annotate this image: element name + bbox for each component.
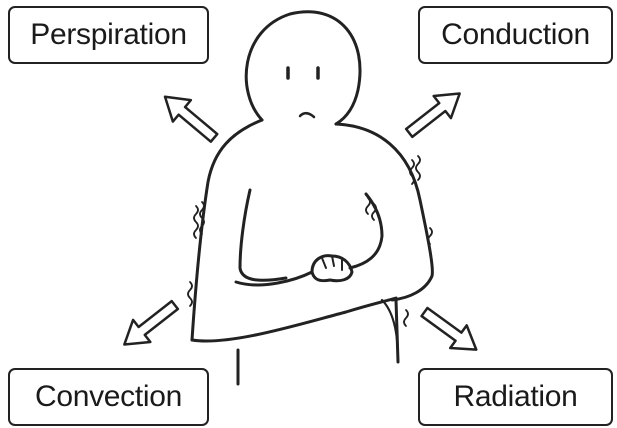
inner-right-arm: [350, 194, 382, 268]
mouth: [300, 113, 314, 117]
lower-forearm: [192, 298, 396, 341]
convection-label: Convection: [8, 368, 209, 426]
arrow-up-left: [156, 86, 223, 149]
perspiration-label: Perspiration: [8, 6, 209, 64]
radiation-label: Radiation: [418, 368, 613, 426]
arrow-up-right: [401, 82, 469, 143]
conduction-label: Conduction: [418, 6, 613, 64]
left-arm-outline: [192, 120, 262, 340]
arrow-down-right: [416, 301, 484, 361]
person-head: [246, 12, 360, 124]
inner-left-arm: [240, 190, 286, 280]
arrow-down-left: [116, 294, 184, 355]
